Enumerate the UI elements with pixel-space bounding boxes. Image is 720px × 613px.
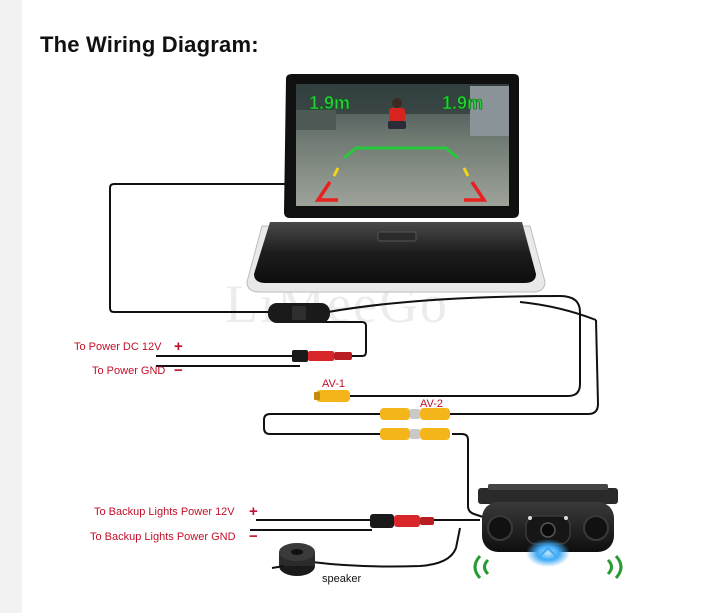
camera-sensor-left xyxy=(487,515,513,541)
av2-connector-a-ring xyxy=(410,409,420,419)
screen-person-shirt xyxy=(389,108,405,122)
av2-connector-b xyxy=(420,408,450,420)
wire-av1-line xyxy=(327,294,581,397)
camera-light-glow xyxy=(526,539,570,567)
label-power-dc: To Power DC 12V xyxy=(74,341,162,353)
label-backup-gnd-sign: − xyxy=(249,528,258,545)
label-backup-power: To Backup Lights Power 12V xyxy=(94,506,235,518)
camera-lens xyxy=(540,522,556,538)
speaker-hole xyxy=(291,549,303,555)
page-title: The Wiring Diagram: xyxy=(40,32,259,57)
sensor-wave-right-2 xyxy=(614,554,623,580)
guide-line-green xyxy=(343,146,459,160)
camera-sensor-right xyxy=(583,515,609,541)
guide-line-yellow-left xyxy=(332,167,340,177)
camera-led-left xyxy=(528,516,532,520)
av2-connector-a xyxy=(380,408,410,420)
guide-line-red-left xyxy=(314,181,338,202)
backup-connector-red xyxy=(394,515,420,527)
main-harness-connector-clip xyxy=(292,306,306,320)
wire-camera-video xyxy=(452,433,487,519)
av1-connector xyxy=(316,390,350,402)
wire-monitor-loop xyxy=(109,183,286,313)
left-margin-bar xyxy=(0,0,22,613)
guide-line-red-right xyxy=(464,181,488,202)
wire-av2-line xyxy=(446,319,600,415)
sensor-wave-left-2 xyxy=(473,554,482,580)
wire-video-loop xyxy=(263,413,380,435)
backup-connector-black xyxy=(370,514,394,528)
screen-distance-right: 1.9m xyxy=(442,93,483,113)
label-backup-power-sign: + xyxy=(249,503,258,520)
screen-person-legs xyxy=(388,121,406,129)
screen-bushes xyxy=(296,110,336,130)
sensor-wave-left-1 xyxy=(483,558,490,576)
screen-distance-left: 1.9m xyxy=(309,93,350,113)
connectors xyxy=(268,303,450,528)
monitor-stand xyxy=(254,222,536,283)
label-av1: AV-1 xyxy=(322,378,345,390)
speaker xyxy=(271,543,315,576)
labels: To Power DC 12V + To Power GND − AV-1 AV… xyxy=(74,338,443,585)
video-connector-b xyxy=(420,428,450,440)
screen-parked-car xyxy=(470,86,509,136)
label-power-gnd-sign: − xyxy=(174,362,183,379)
monitor: 1.9m 1.9m xyxy=(246,74,546,293)
sensor-wave-right-1 xyxy=(606,558,613,576)
camera-light-arrow xyxy=(539,546,557,557)
label-backup-gnd: To Backup Lights Power GND xyxy=(90,531,236,543)
backup-camera xyxy=(473,484,623,580)
label-speaker: speaker xyxy=(322,573,361,585)
backup-connector-red-tip xyxy=(420,517,434,525)
label-power-gnd: To Power GND xyxy=(92,365,165,377)
power-connector-red xyxy=(308,351,334,361)
label-av2: AV-2 xyxy=(420,398,443,410)
camera-mount-bracket xyxy=(478,488,618,504)
guide-line-yellow-right xyxy=(462,167,470,177)
screen-person-head xyxy=(392,98,402,108)
video-connector-a-ring xyxy=(410,429,420,439)
camera-led-right xyxy=(564,516,568,520)
wire-av2-upper xyxy=(519,301,597,321)
video-connector-a xyxy=(380,428,410,440)
label-power-dc-sign: + xyxy=(174,338,183,355)
power-connector-black xyxy=(292,350,308,362)
wire-speaker xyxy=(311,527,461,568)
speaker-tab-icon xyxy=(271,565,285,569)
monitor-button xyxy=(377,231,417,242)
av1-connector-tip xyxy=(314,392,320,400)
camera-mount-top xyxy=(488,484,608,490)
power-connector-red-tip xyxy=(334,352,352,360)
